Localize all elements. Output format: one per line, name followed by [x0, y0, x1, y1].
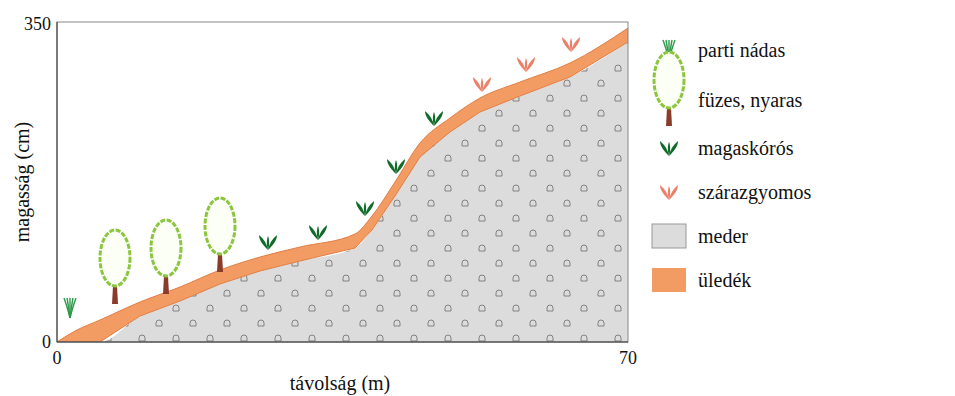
axis-title: magasság (cm): [12, 122, 32, 243]
legend-label: parti nádas: [698, 40, 785, 60]
axis-tick: 350: [24, 15, 51, 33]
axis-title: távolság (m): [290, 373, 391, 393]
x-axis: [57, 342, 628, 343]
legend-label: füzes, nyaras: [698, 90, 802, 110]
tall-forb-symbol: [259, 235, 277, 250]
tall-forb-symbol: [660, 141, 678, 156]
y-axis: [57, 22, 58, 342]
tall-forb-symbol: [425, 111, 443, 126]
legend-label: szárazgyomos: [698, 182, 811, 202]
dry-weed-symbol: [660, 185, 678, 200]
tree-symbol: [205, 198, 235, 272]
plot-frame: [57, 22, 628, 342]
legend-label: meder: [698, 226, 748, 246]
tree-symbol: [100, 230, 130, 304]
reed-symbol: [64, 298, 76, 318]
legend-swatch: [652, 224, 686, 248]
legend-label: üledék: [698, 270, 751, 290]
dry-weed-symbol: [473, 77, 491, 92]
legend-label: magaskórós: [698, 138, 794, 158]
tall-forb-symbol: [356, 201, 374, 216]
tall-forb-symbol: [309, 225, 327, 240]
tree-symbol: [151, 220, 181, 294]
dry-weed-symbol: [517, 57, 535, 72]
axis-tick: 0: [42, 333, 51, 351]
axis-tick: 0: [53, 349, 62, 367]
axis-tick: 70: [619, 349, 637, 367]
tree-symbol: [654, 52, 684, 126]
dry-weed-symbol: [562, 37, 580, 52]
sediment-layer: [57, 28, 628, 342]
tall-forb-symbol: [387, 159, 405, 174]
legend-swatch: [652, 268, 686, 292]
